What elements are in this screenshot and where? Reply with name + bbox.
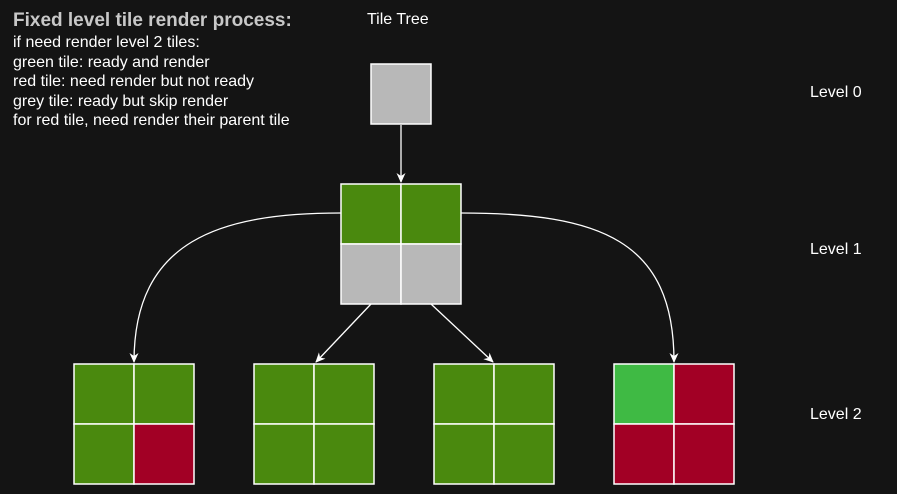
tile-cell-green — [313, 363, 375, 425]
tile-cell-green — [133, 363, 195, 425]
level-0-label: Level 0 — [810, 84, 862, 101]
tile-cell-light-green — [613, 363, 675, 425]
edges-layer — [129, 125, 679, 363]
tile-cell-grey — [340, 243, 402, 305]
tile-cell-red — [673, 423, 735, 485]
tile-cell-green — [493, 363, 555, 425]
level-2-label: Level 2 — [810, 406, 862, 423]
tile-cell-red — [673, 363, 735, 425]
level-1-label: Level 1 — [810, 241, 862, 258]
level1-tile — [340, 183, 462, 305]
level2-tile-1 — [73, 363, 195, 485]
edge-level1-tile-to-level2-tile-4 — [460, 212, 679, 363]
tile-cell-green — [73, 363, 135, 425]
tile-cell-green — [340, 183, 402, 245]
level2-tile-4 — [613, 363, 735, 485]
tile-cell-green — [313, 423, 375, 485]
tile-cell-green — [253, 423, 315, 485]
description-line: grey tile: ready but skip render — [13, 92, 229, 110]
tile-cell-red — [133, 423, 195, 485]
description-line: for red tile, need render their parent t… — [13, 112, 290, 129]
edge-level1-tile-to-level2-tile-1 — [129, 212, 342, 363]
tile-cell-green — [433, 363, 495, 425]
tile-cell-red — [613, 423, 675, 485]
tile-cell-grey — [370, 63, 432, 125]
description-line: if need render level 2 tiles: — [13, 34, 200, 51]
legend-description: Fixed level tile render process: if need… — [13, 9, 353, 131]
tile-cell-green — [493, 423, 555, 485]
description-line: green tile: ready and render — [13, 53, 210, 71]
description-line: red tile: need render but not ready — [13, 73, 255, 90]
tree-title: Tile Tree — [367, 11, 429, 28]
edge-level1-tile-to-level2-tile-2 — [315, 303, 372, 363]
description-title: Fixed level tile render process: — [13, 10, 292, 31]
nodes-layer — [73, 63, 735, 485]
tile-cell-green — [433, 423, 495, 485]
level2-tile-3 — [433, 363, 555, 485]
tile-cell-green — [253, 363, 315, 425]
tile-cell-grey — [400, 243, 462, 305]
tile-cell-green — [73, 423, 135, 485]
level0-tile — [370, 63, 432, 125]
tile-cell-green — [400, 183, 462, 245]
level2-tile-2 — [253, 363, 375, 485]
edge-level1-tile-to-level2-tile-3 — [430, 303, 494, 363]
